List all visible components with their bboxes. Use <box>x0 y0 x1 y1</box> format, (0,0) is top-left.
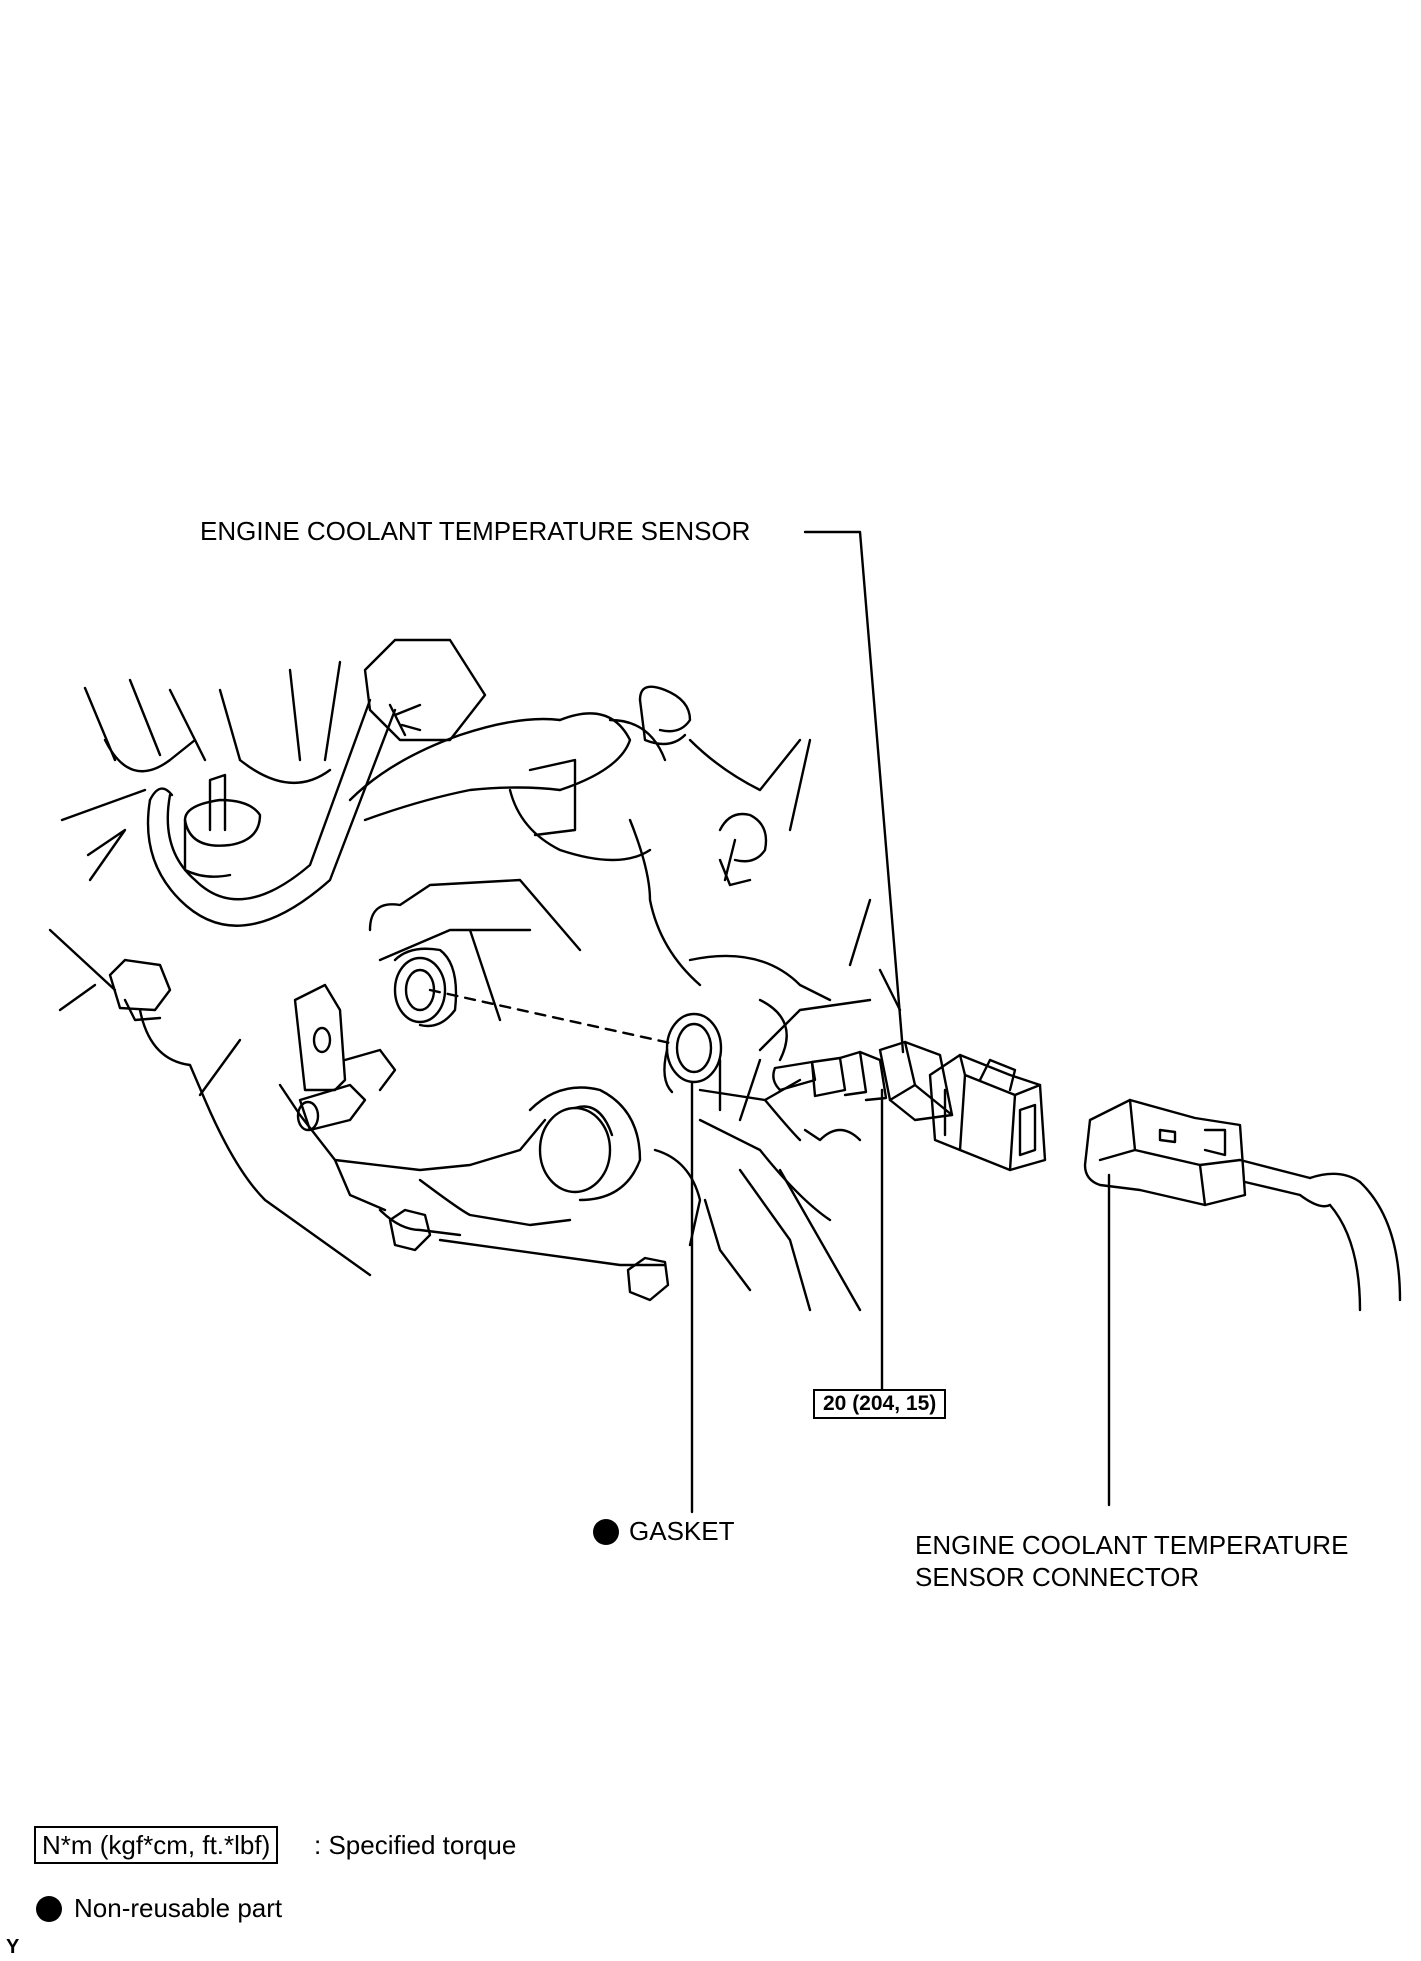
connector-label-line2: SENSOR CONNECTOR <box>915 1562 1200 1592</box>
alignment-dashed-line <box>428 988 672 1045</box>
gasket-ring <box>663 1012 723 1094</box>
engine-coolant-temperature-sensor <box>772 1040 1047 1172</box>
corner-mark: Y <box>6 1936 20 1958</box>
sensor-label: ENGINE COOLANT TEMPERATURE SENSOR <box>200 516 751 546</box>
legend-nonreusable-text: Non-reusable part <box>74 1893 283 1923</box>
legend-torque-box: N*m (kgf*cm, ft.*lbf) <box>34 1826 279 1864</box>
filled-circle-icon <box>593 1519 619 1545</box>
engine-block <box>48 638 902 1312</box>
gasket-label: GASKET <box>629 1516 735 1546</box>
connector-label-line1: ENGINE COOLANT TEMPERATURE <box>915 1530 1349 1560</box>
sensor-connector <box>1083 1098 1402 1312</box>
torque-spec-box: 20 (204, 15) <box>813 1389 947 1419</box>
legend-filled-circle-icon <box>36 1896 62 1922</box>
leader-lines <box>690 530 1111 1514</box>
legend-torque-text: : Specified torque <box>314 1830 517 1860</box>
